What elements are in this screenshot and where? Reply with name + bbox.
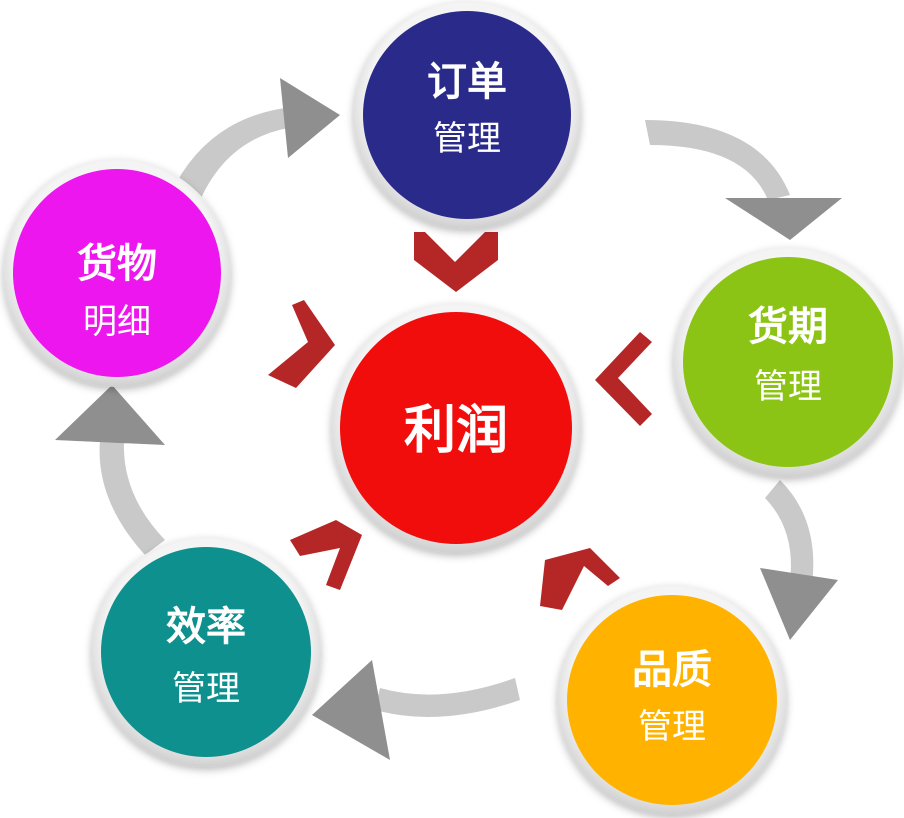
arrow-order-to-delivery xyxy=(645,120,842,240)
node-subtitle: 管理 xyxy=(172,669,240,709)
chevron-from-order xyxy=(414,232,498,292)
center-node-profit: 利润 xyxy=(331,303,581,553)
cycle-arrow-head xyxy=(725,198,842,240)
node-subtitle: 管理 xyxy=(638,707,706,747)
node-circle xyxy=(683,257,893,467)
node-title: 货物 xyxy=(77,240,157,287)
node-circle xyxy=(363,11,571,219)
arrow-efficiency-to-goods xyxy=(55,385,165,555)
node-subtitle: 管理 xyxy=(754,367,822,407)
node-order: 订单 管理 xyxy=(353,1,581,229)
cycle-arrow-head xyxy=(760,568,838,640)
center-circle xyxy=(340,312,572,544)
node-circle xyxy=(101,547,311,757)
node-subtitle: 管理 xyxy=(433,119,501,159)
node-title: 效率 xyxy=(166,603,246,650)
inward-chevrons xyxy=(268,232,652,610)
node-title: 货期 xyxy=(748,303,828,350)
node-title: 品质 xyxy=(632,646,712,693)
center-label: 利润 xyxy=(404,400,508,461)
node-goods: 货物 明细 xyxy=(3,159,231,387)
chevron-from-quality xyxy=(540,548,620,610)
node-delivery: 货期 管理 xyxy=(673,247,903,477)
chevron-from-efficiency xyxy=(290,520,362,590)
node-efficiency: 效率 管理 xyxy=(91,537,321,767)
chevron-from-delivery xyxy=(595,332,652,426)
cycle-arrow-head xyxy=(280,78,340,158)
arrow-goods-to-order xyxy=(170,78,340,205)
arrow-quality-to-efficiency xyxy=(312,660,520,760)
node-subtitle: 明细 xyxy=(83,302,151,342)
cycle-arrow-head xyxy=(312,660,390,760)
cycle-arrow-head xyxy=(55,385,165,445)
node-quality: 品质 管理 xyxy=(557,585,787,815)
arrow-delivery-to-quality xyxy=(760,480,838,640)
node-title: 订单 xyxy=(427,58,507,105)
node-circle xyxy=(13,169,221,377)
node-circle xyxy=(567,595,777,805)
cycle-arrows xyxy=(55,78,842,760)
chevron-from-goods xyxy=(268,300,335,388)
